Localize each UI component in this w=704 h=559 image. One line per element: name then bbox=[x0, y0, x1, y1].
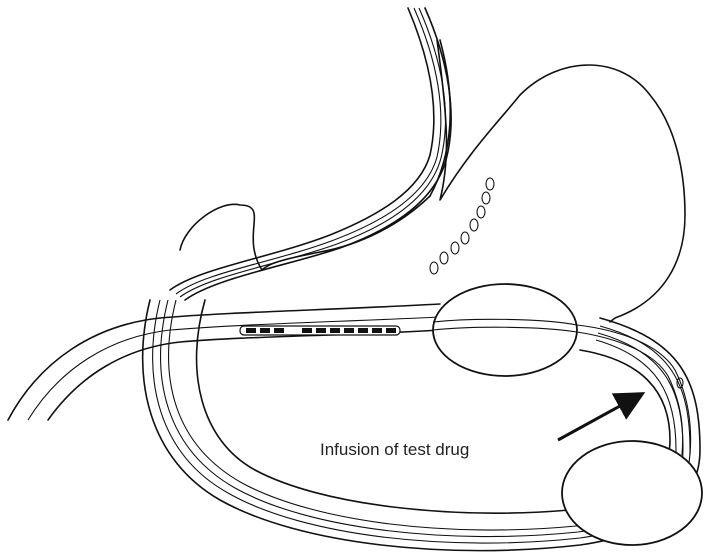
pressure-sensor-segment bbox=[240, 326, 400, 335]
infusion-label: Infusion of test drug bbox=[320, 440, 469, 459]
catheter-tube-bottom bbox=[48, 330, 440, 420]
pyloric-balloon bbox=[433, 284, 577, 376]
catheter-tube-top bbox=[8, 304, 440, 420]
arrow-up-right-icon bbox=[558, 395, 640, 440]
distal-balloon bbox=[562, 441, 702, 545]
catheter-line-1 bbox=[176, 8, 441, 294]
esophagus-wall-right bbox=[185, 8, 451, 300]
stomach-outline bbox=[437, 40, 685, 322]
esophagus-wall-left bbox=[170, 8, 434, 290]
gastric-side-holes bbox=[430, 178, 494, 274]
